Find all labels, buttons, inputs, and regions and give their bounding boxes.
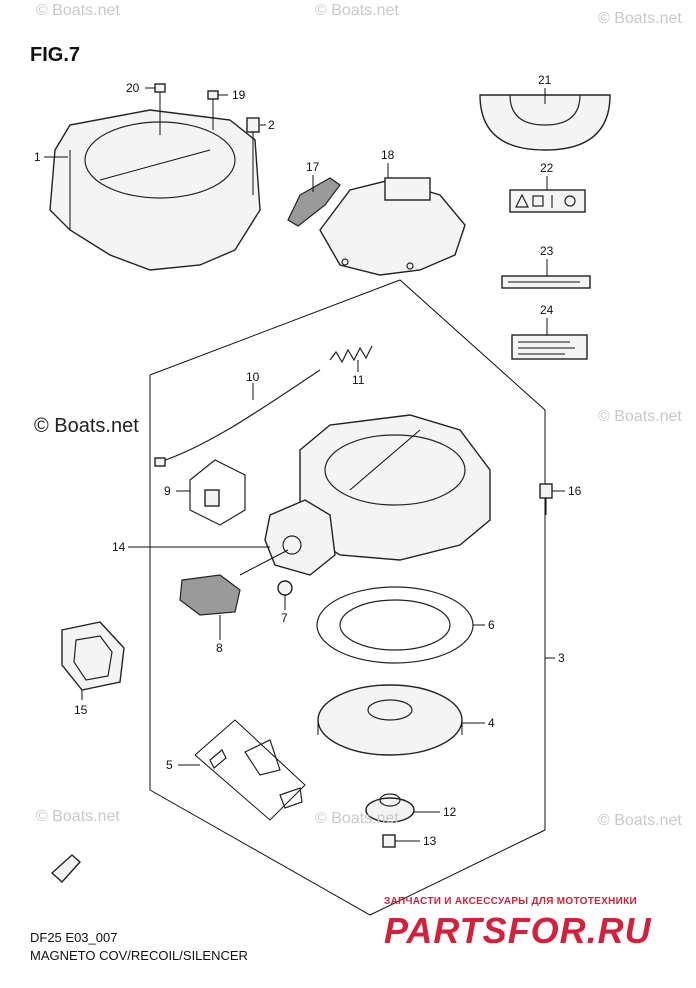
grille-part (287, 177, 341, 227)
callout-23: 23 (540, 244, 554, 258)
assembly-group-outline (149, 279, 546, 916)
callout-18: 18 (381, 148, 395, 162)
seal-15-part (61, 621, 125, 691)
figure-subtitle: MAGNETO COV/RECOIL/SILENCER (30, 948, 248, 963)
callout-15: 15 (74, 703, 88, 717)
callout-17: 17 (306, 160, 320, 174)
cable-10-part (154, 369, 321, 467)
callout-14: 14 (112, 540, 126, 554)
leader-lines (44, 87, 565, 842)
ratchet-kit-5-part (194, 719, 306, 821)
bolt-2-part (246, 117, 260, 195)
label-24-part (511, 334, 588, 360)
figure-code: DF25 E03_007 (30, 930, 118, 945)
callout-12: 12 (443, 805, 457, 819)
starter-grip-part (239, 499, 336, 576)
bracket-9-part (189, 459, 246, 526)
callout-13: 13 (423, 834, 437, 848)
cap-12-part (365, 793, 415, 823)
watermark-mid-left: © Boats.net (34, 415, 139, 437)
callout-19: 19 (232, 88, 246, 102)
callout-2: 2 (268, 118, 275, 132)
callout-3: 3 (558, 651, 565, 665)
callout-1: 1 (34, 150, 41, 164)
silencer-cover-part (319, 177, 466, 276)
promo-tagline: ЗАПЧАСТИ И АКСЕССУАРЫ ДЛЯ МОТОТЕХНИКИ (384, 896, 637, 907)
callout-22: 22 (540, 161, 554, 175)
callout-5: 5 (166, 758, 173, 772)
callout-7: 7 (281, 611, 288, 625)
spring-11-part (329, 345, 373, 364)
watermark-bottom-left: © Boats.net (36, 808, 120, 825)
bolt-13-part (382, 834, 396, 848)
callout-4: 4 (488, 716, 495, 730)
watermark-bottom-right: © Boats.net (598, 812, 682, 829)
warning-label-part (509, 189, 586, 213)
label-21-part (479, 94, 611, 151)
recoil-spring-6-part (316, 586, 474, 664)
callout-16: 16 (568, 484, 582, 498)
watermark-top-right: © Boats.net (598, 10, 682, 27)
forward-arrow-icon (50, 854, 81, 883)
watermark-bottom-center: © Boats.net (315, 810, 399, 827)
watermark-top-left: © Boats.net (36, 2, 120, 19)
bolt-16-part (539, 483, 553, 515)
recoil-housing-part (299, 414, 491, 561)
callout-6: 6 (488, 618, 495, 632)
callout-9: 9 (164, 484, 171, 498)
magneto-cover-part (49, 109, 261, 271)
callout-8: 8 (216, 641, 223, 655)
label-23-part (501, 275, 591, 289)
figure-title: FIG.7 (30, 44, 81, 66)
watermark-top-center: © Boats.net (315, 2, 399, 19)
callout-11: 11 (352, 373, 365, 387)
promo-brand: PARTSFOR.RU (384, 910, 652, 951)
watermark-mid-right: © Boats.net (598, 408, 682, 425)
bushing-7-part (277, 580, 293, 596)
callout-21: 21 (538, 73, 552, 87)
reel-4-part (317, 684, 463, 756)
callout-24: 24 (540, 303, 554, 317)
callout-20: 20 (126, 81, 140, 95)
handle-8-part (179, 574, 241, 616)
callout-10: 10 (246, 370, 260, 384)
